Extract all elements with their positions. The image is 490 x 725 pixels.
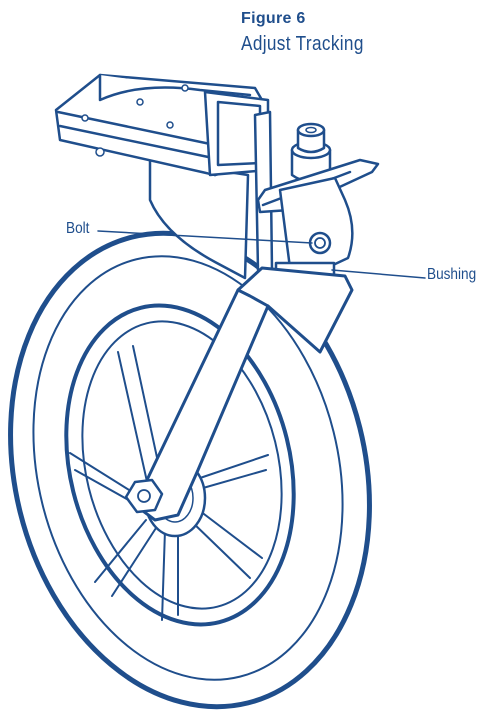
axle-nut [124,478,164,514]
pivot-nut [290,122,332,183]
bolt-leader-line [97,230,313,244]
fork-arm [133,266,354,522]
bolt [308,231,332,255]
bolt-label: Bolt [66,220,90,237]
figure-number: Figure 6 [241,10,306,27]
bushing-leader-line [331,269,426,279]
mounting-bracket [54,73,270,177]
leader-lines [97,230,426,279]
bushing-label: Bushing [427,266,477,283]
figure-title: Adjust Tracking [241,33,364,55]
bracket-back [148,158,250,280]
